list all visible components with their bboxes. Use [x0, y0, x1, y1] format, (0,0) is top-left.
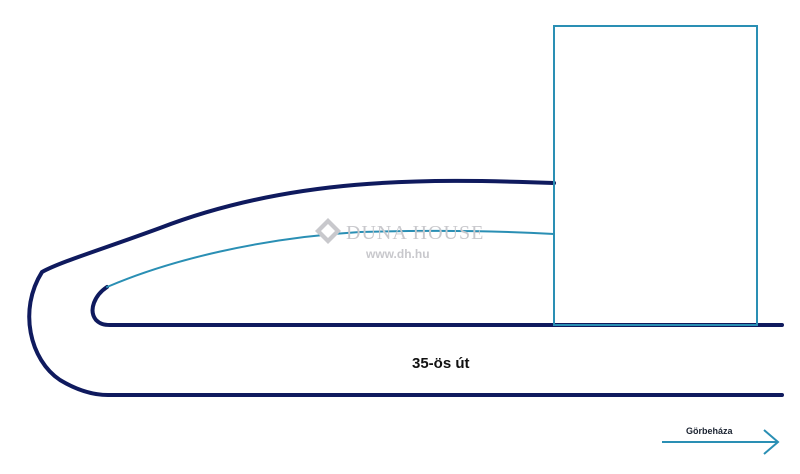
watermark-url: www.dh.hu	[365, 247, 430, 261]
access-road-inner-edge	[90, 285, 784, 327]
arrow-right-icon	[763, 429, 780, 455]
direction-label: Görbeháza	[686, 426, 734, 436]
watermark: DUNA HOUSE www.dh.hu	[315, 218, 484, 261]
direction-indicator: Görbeháza	[662, 426, 780, 455]
watermark-logo-icon	[315, 218, 341, 244]
plot-outline	[553, 25, 758, 326]
inner-path	[106, 229, 555, 288]
access-road-outer-edge	[27, 178, 784, 397]
road-name-label: 35-ös út	[412, 355, 470, 372]
watermark-brand: DUNA HOUSE	[346, 222, 484, 244]
